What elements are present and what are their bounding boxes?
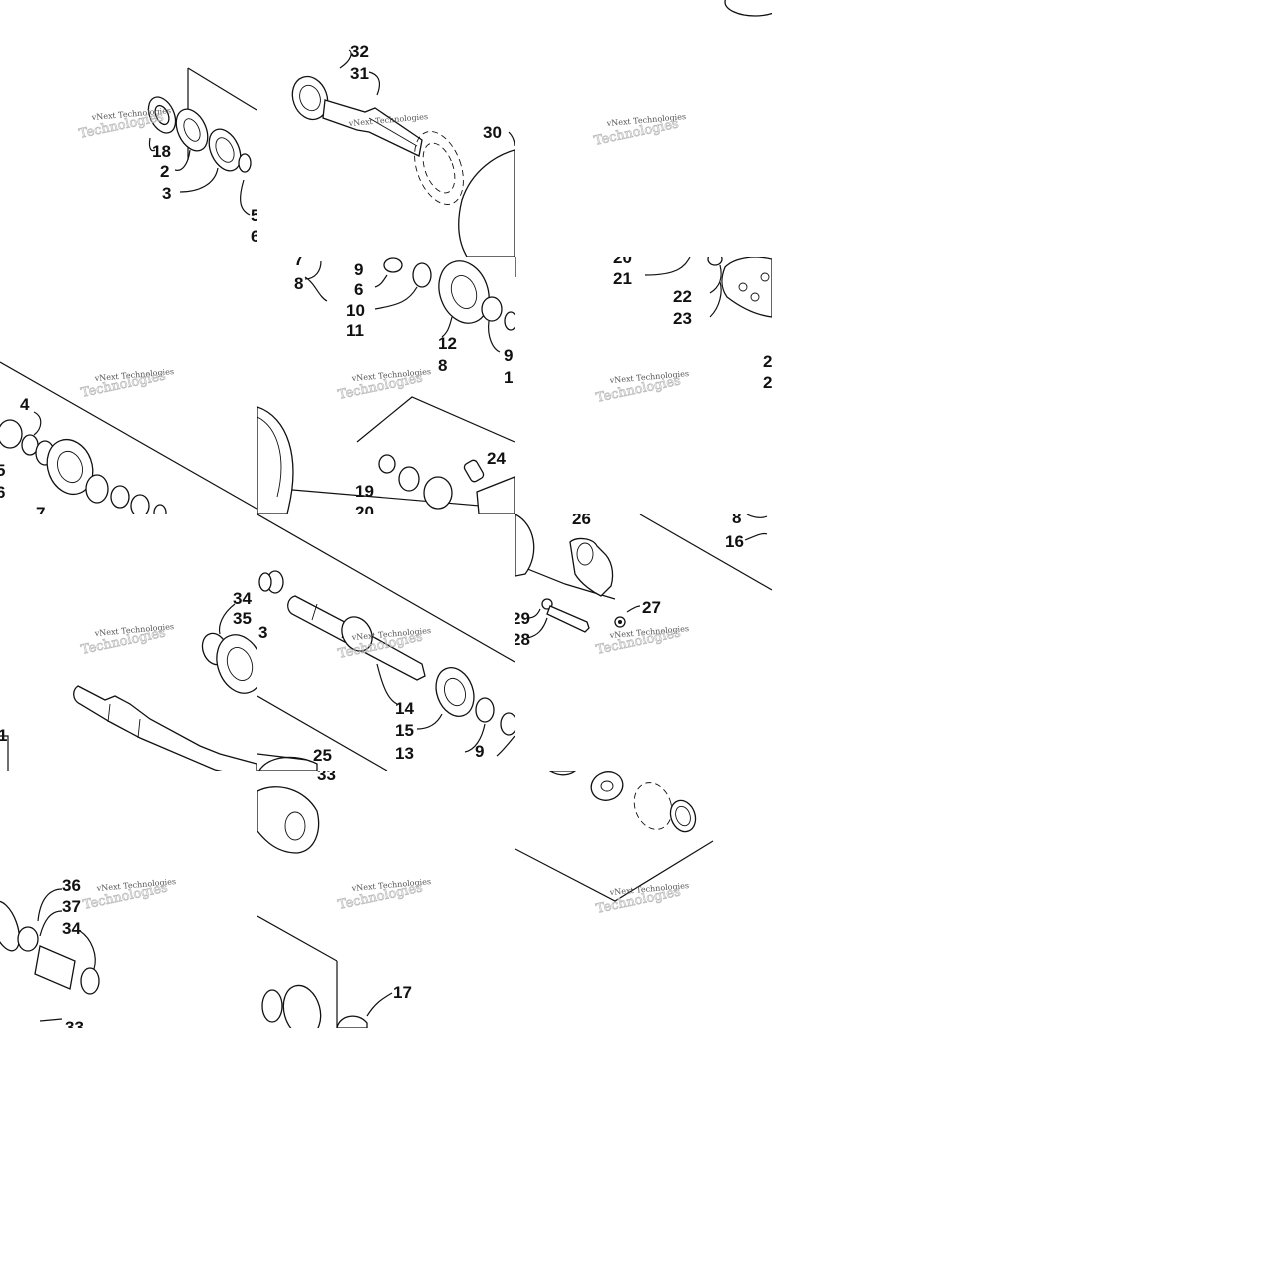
callout-25: 25: [313, 746, 332, 765]
callout-1: 1: [0, 726, 7, 745]
callout-9b: 9: [504, 346, 513, 365]
callout-34b: 34: [62, 919, 81, 938]
diagram-tile-r2c3: vNext Technologies Technologies 20 21 22…: [515, 257, 772, 514]
callout-17: 17: [393, 983, 412, 1002]
callout-15: 15: [395, 721, 414, 740]
callout-9: 9: [354, 260, 363, 279]
callout-5: 5: [251, 206, 257, 225]
callout-2: 2: [160, 162, 169, 181]
callout-6-partial: 6: [251, 227, 257, 246]
callout-18: 18: [152, 142, 171, 161]
callout-31: 31: [350, 64, 369, 83]
diagram-tile-r2c2: vNext Technologies Technologies 7 8 9 6 …: [257, 257, 515, 514]
callout-10: 10: [346, 301, 365, 320]
diagram-tile-r1c3: vNext Technologies Technologies: [515, 0, 772, 257]
callout-37: 37: [62, 897, 81, 916]
callout-16: 16: [725, 532, 744, 551]
callout-6: 6: [354, 280, 363, 299]
callout-30: 30: [483, 123, 502, 142]
callout-24: 24: [487, 449, 506, 468]
diagram-tile-r4c2: vNext Technologies Technologies 33 17: [257, 771, 515, 1028]
callout-22: 22: [673, 287, 692, 306]
diagram-tile-r3c3: vNext Technologies Technologies 26 8 16 …: [515, 514, 772, 771]
callout-32: 32: [350, 42, 369, 61]
callout-12: 12: [438, 334, 457, 353]
callout-33-partial: 33: [65, 1018, 84, 1028]
callout-7-partial: 7: [36, 504, 45, 514]
callout-3b: 3: [258, 623, 267, 642]
callout-20b: 20: [355, 503, 374, 514]
callout-14: 14: [395, 699, 414, 718]
callout-9c: 9: [475, 742, 484, 761]
callout-19: 19: [355, 482, 374, 501]
callout-33: 33: [317, 771, 336, 784]
callout-27: 27: [642, 598, 661, 617]
callout-2-partial-a: 2: [763, 352, 772, 371]
callout-23: 23: [673, 309, 692, 328]
diagram-tile-r4c1: vNext Technologies Technologies 36 37 34…: [0, 771, 257, 1028]
callout-8b: 8: [438, 356, 447, 375]
callout-36: 36: [62, 876, 81, 895]
callout-28: 28: [515, 630, 530, 649]
callout-11: 11: [346, 321, 364, 340]
callout-8c: 8: [732, 514, 741, 527]
callout-6-partial: 6: [0, 483, 5, 502]
diagram-tile-r1c2: vNext Technologies 32 31 30: [257, 0, 515, 257]
callout-26: 26: [572, 514, 591, 528]
callout-5-partial: 5: [0, 461, 5, 480]
diagram-tile-r2c1: vNext Technologies Technologies 4 5 6 7: [0, 257, 257, 514]
callout-2-partial-b: 2: [763, 373, 772, 392]
diagram-tile-r3c2: vNext Technologies Technologies 3 14 15 …: [257, 514, 515, 771]
callout-13: 13: [395, 744, 414, 763]
callout-21: 21: [613, 269, 632, 288]
diagram-tile-r4c3: vNext Technologies Technologies: [515, 771, 772, 1028]
callout-8: 8: [294, 274, 303, 293]
callout-4: 4: [20, 395, 30, 414]
callout-35: 35: [233, 609, 252, 628]
callout-1-partial: 1: [504, 368, 513, 387]
callout-3: 3: [162, 184, 171, 203]
callout-7: 7: [294, 257, 303, 269]
callout-29: 29: [515, 609, 530, 628]
diagram-tile-r1c1: vNext Technologies Technologies 18 2 3 5…: [0, 0, 257, 257]
diagram-tile-r3c1: vNext Technologies Technologies 34 35 1: [0, 514, 257, 771]
callout-34: 34: [233, 589, 252, 608]
callout-20: 20: [613, 257, 632, 267]
